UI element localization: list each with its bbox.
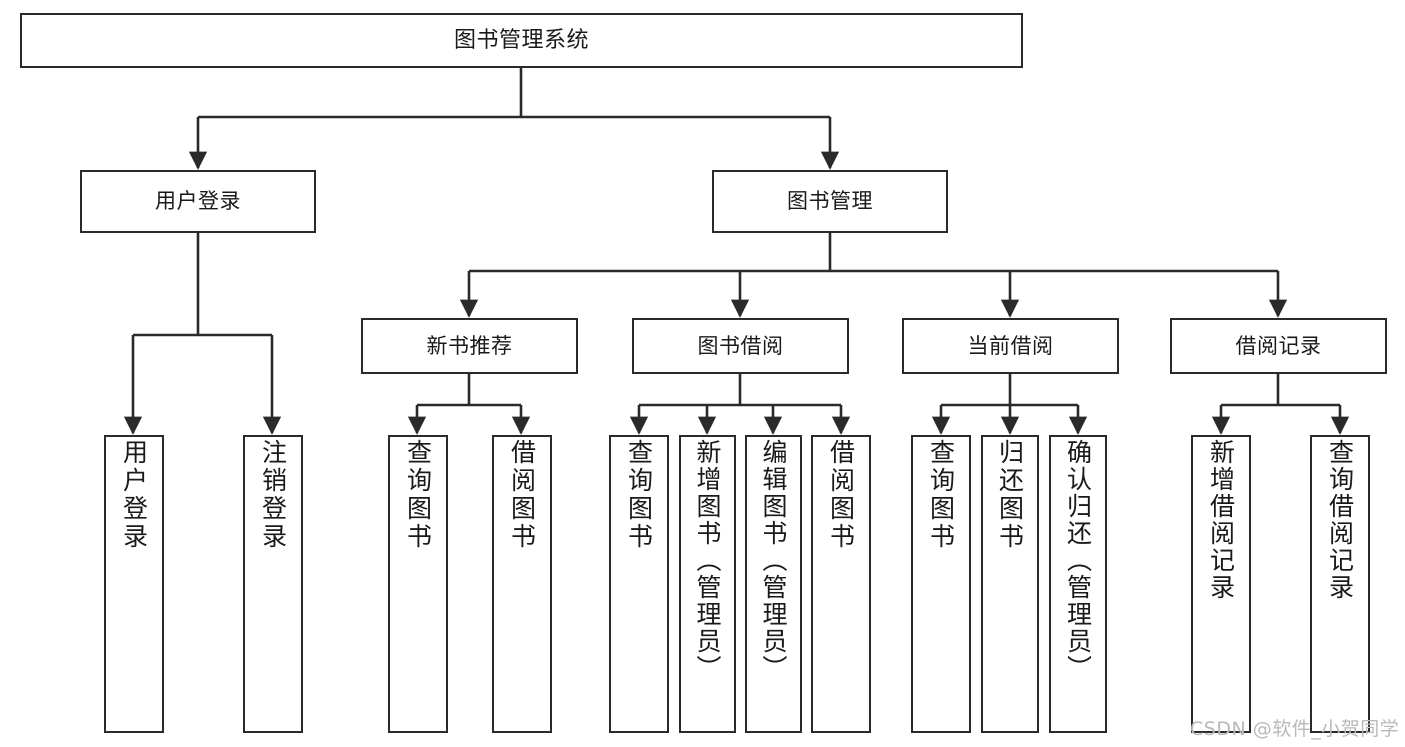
leaf-borrow-book-borrow[interactable]: 借阅图书	[811, 435, 871, 733]
node-label: 注销登录	[258, 439, 288, 551]
leaf-confirm-return-admin[interactable]: 确认归还（管理员）	[1049, 435, 1107, 733]
leaf-query-book-borrow[interactable]: 查询图书	[609, 435, 669, 733]
node-label: 新书推荐	[426, 333, 513, 358]
leaf-query-book-recommend[interactable]: 查询图书	[388, 435, 448, 733]
node-label: 用户登录	[119, 439, 149, 551]
node-label: 借阅记录	[1235, 333, 1322, 358]
node-label: 借阅图书	[826, 439, 856, 551]
node-label: 编辑图书（管理员）	[759, 439, 788, 682]
leaf-borrow-book-recommend[interactable]: 借阅图书	[492, 435, 552, 733]
node-label: 用户登录	[155, 189, 241, 214]
leaf-user-login[interactable]: 用户登录	[104, 435, 164, 733]
watermark-text: CSDN @软件_小贺同学	[1190, 718, 1400, 740]
node-label: 新增借阅记录	[1206, 439, 1236, 601]
node-label: 归还图书	[995, 439, 1025, 551]
node-label: 查询图书	[926, 439, 956, 551]
leaf-query-book-current[interactable]: 查询图书	[911, 435, 971, 733]
node-label: 查询借阅记录	[1325, 439, 1355, 601]
node-label: 确认归还（管理员）	[1063, 439, 1093, 682]
leaf-add-borrow-record[interactable]: 新增借阅记录	[1191, 435, 1251, 733]
node-label: 查询图书	[624, 439, 654, 551]
node-borrow-record[interactable]: 借阅记录	[1170, 318, 1387, 374]
node-label: 图书借阅	[697, 333, 784, 358]
node-label: 查询图书	[403, 439, 433, 551]
node-book-borrow[interactable]: 图书借阅	[632, 318, 849, 374]
leaf-return-book[interactable]: 归还图书	[981, 435, 1039, 733]
leaf-edit-book-admin[interactable]: 编辑图书（管理员）	[745, 435, 802, 733]
node-new-book-recommend[interactable]: 新书推荐	[361, 318, 578, 374]
node-book-management[interactable]: 图书管理	[712, 170, 948, 233]
node-root-book-management-system[interactable]: 图书管理系统	[20, 13, 1023, 68]
node-label: 借阅图书	[507, 439, 537, 551]
node-user-login[interactable]: 用户登录	[80, 170, 316, 233]
leaf-query-borrow-record[interactable]: 查询借阅记录	[1310, 435, 1370, 733]
leaf-logout-login[interactable]: 注销登录	[243, 435, 303, 733]
node-label: 图书管理	[787, 189, 873, 214]
leaf-add-book-admin[interactable]: 新增图书（管理员）	[679, 435, 736, 733]
node-label: 图书管理系统	[453, 27, 589, 53]
node-label: 新增图书（管理员）	[693, 439, 722, 682]
node-label: 当前借阅	[967, 333, 1054, 358]
node-current-borrow[interactable]: 当前借阅	[902, 318, 1119, 374]
